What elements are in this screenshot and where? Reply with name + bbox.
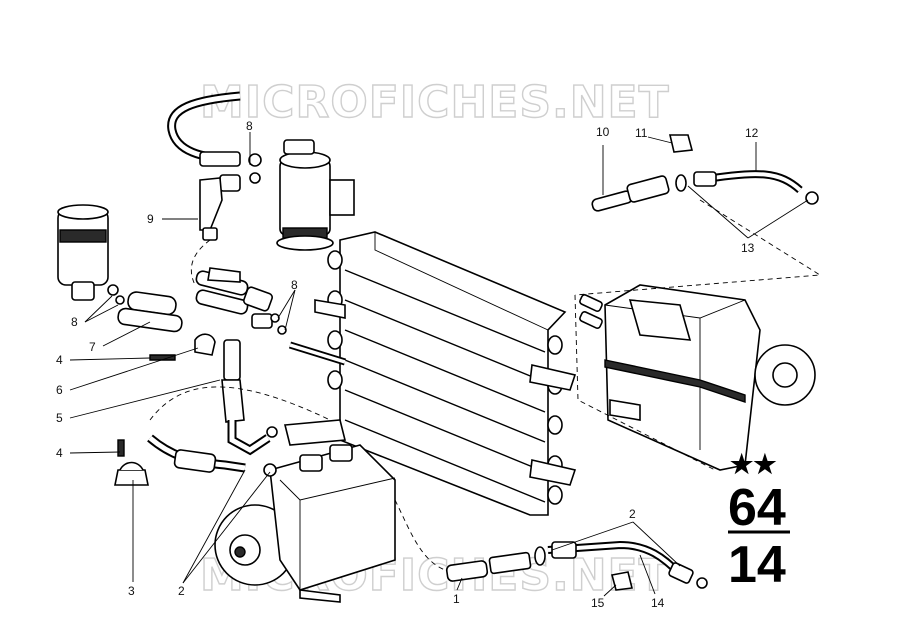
accumulator: [57, 204, 125, 305]
watermark-top: MICROFICHES.NET: [200, 77, 670, 128]
expansion-hose-assembly: [591, 134, 819, 212]
catalog-stars: ★★: [730, 449, 777, 479]
callout-3: 3: [128, 584, 135, 598]
liquid-line: [445, 540, 708, 591]
callout-7: 7: [89, 340, 96, 354]
callout-8-middle: 8: [291, 278, 298, 292]
leader-lines: [69, 132, 809, 597]
callout-9: 9: [147, 212, 154, 226]
catalog-subgroup: 14: [728, 536, 786, 594]
o-rings-8: [270, 313, 287, 335]
fitting-7: [117, 291, 183, 333]
callout-4-lower: 4: [56, 446, 63, 460]
callout-4-upper: 4: [56, 353, 63, 367]
evaporator-housing: [604, 284, 816, 471]
clamp-3: [114, 461, 149, 486]
condenser-pipe: [288, 341, 347, 366]
callout-5: 5: [56, 411, 63, 425]
routing-dashes: [149, 199, 822, 571]
evaporator-fittings: [579, 294, 603, 329]
callout-11: 11: [635, 126, 648, 140]
callout-2-bottom-left: 2: [178, 584, 185, 598]
callout-15: 15: [591, 596, 605, 610]
catalog-group: 64: [728, 479, 786, 537]
callout-6: 6: [56, 383, 63, 397]
callout-14: 14: [651, 596, 665, 610]
callout-1: 1: [453, 592, 460, 606]
callout-8-top: 8: [246, 119, 253, 133]
screw-4-lower: [117, 439, 125, 457]
callout-10: 10: [596, 125, 610, 139]
middle-hoses: [195, 267, 273, 329]
callout-12: 12: [745, 126, 759, 140]
condenser: [314, 231, 577, 516]
upper-hose: [167, 91, 241, 241]
compressor: [214, 419, 396, 603]
callout-2-bottom-right: 2: [629, 507, 636, 521]
receiver-drier: [248, 139, 355, 251]
discharge-hose: [147, 434, 277, 477]
callout-8-left: 8: [71, 315, 78, 329]
callout-13: 13: [741, 241, 755, 255]
suction-hose-5: [221, 339, 278, 456]
clamp-6: [194, 333, 216, 356]
